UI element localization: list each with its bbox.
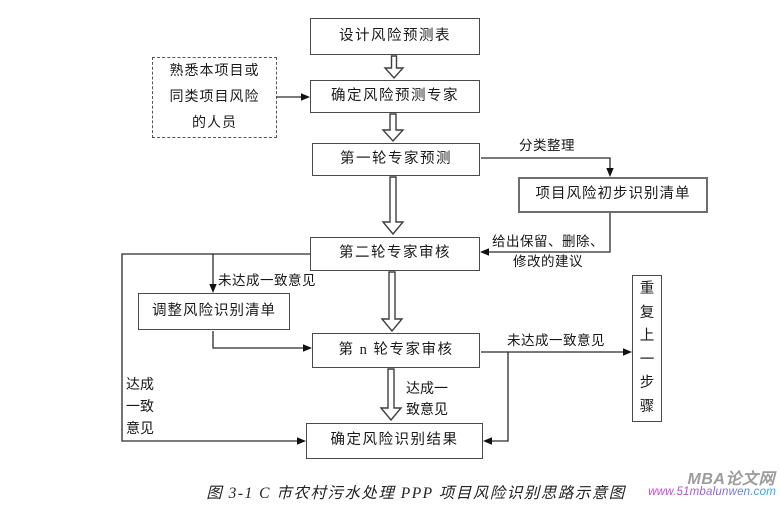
node-label: 确定风险预测专家 xyxy=(331,87,459,104)
edge-label-no-consensus-left: 未达成一致意见 xyxy=(218,273,316,288)
node-label: 第二轮专家审核 xyxy=(339,245,451,262)
edge-preliminary-to-round2 xyxy=(480,213,611,256)
edge-round2-consensus-to-final xyxy=(121,253,310,445)
node-label: 第 n 轮专家审核 xyxy=(338,341,454,358)
node-label: 重复上一步骤 xyxy=(639,281,655,415)
node-round-n-review: 第 n 轮专家审核 xyxy=(312,333,480,368)
watermark-site-url: www.51mbalunwen.com xyxy=(648,486,776,498)
block-arrow-round-n-to-final xyxy=(379,368,403,422)
node-design-risk-table: 设计风险预测表 xyxy=(310,18,480,55)
node-label: 调整风险识别清单 xyxy=(152,302,276,319)
node-label: 项目风险初步识别清单 xyxy=(535,186,691,203)
node-label: 第一轮专家预测 xyxy=(340,150,452,167)
block-arrow-experts-to-round1 xyxy=(381,113,405,143)
node-label: 设计风险预测表 xyxy=(339,27,451,44)
edge-adjust-to-round-n xyxy=(212,331,312,352)
edge-round2-to-adjust xyxy=(209,254,217,293)
block-arrow-round1-to-round2 xyxy=(381,176,405,236)
edge-label-consensus-left: 达成一致意见 xyxy=(126,378,154,437)
edge-label-no-consensus-right: 未达成一致意见 xyxy=(507,333,605,348)
edge-label-suggestions-line2: 修改的建议 xyxy=(513,254,583,269)
edge-familiar-to-experts xyxy=(277,93,310,101)
edge-round-n-to-repeat xyxy=(481,348,632,356)
node-label: 确定风险识别结果 xyxy=(330,432,459,449)
edge-branch-to-final-right xyxy=(483,352,509,445)
edge-label-classify-organize: 分类整理 xyxy=(519,138,575,153)
node-repeat-previous-step: 重复上一步骤 xyxy=(632,275,662,422)
block-arrow-design-to-experts xyxy=(383,55,405,80)
node-select-experts: 确定风险预测专家 xyxy=(310,80,480,113)
node-preliminary-list: 项目风险初步识别清单 xyxy=(518,177,708,213)
node-adjust-list: 调整风险识别清单 xyxy=(138,293,290,330)
figure-caption: 图 3-1 C 市农村污水处理 PPP 项目风险识别思路示意图 xyxy=(206,485,626,502)
node-familiar-people: 熟悉本项目或同类项目风险的人员 xyxy=(152,57,277,138)
watermark-site-name: MBA论文网 xyxy=(687,471,775,488)
node-round2-review: 第二轮专家审核 xyxy=(310,237,480,271)
edge-label-consensus-center: 达成一致意见 xyxy=(406,382,448,418)
node-round1-prediction: 第一轮专家预测 xyxy=(312,143,480,176)
block-arrow-round2-to-round-n xyxy=(380,271,404,333)
node-final-result: 确定风险识别结果 xyxy=(306,423,483,459)
edge-round1-to-preliminary xyxy=(481,157,614,177)
edge-label-suggestions-line1: 给出保留、删除、 xyxy=(492,234,604,249)
node-label: 熟悉本项目或同类项目风险的人员 xyxy=(169,63,260,131)
